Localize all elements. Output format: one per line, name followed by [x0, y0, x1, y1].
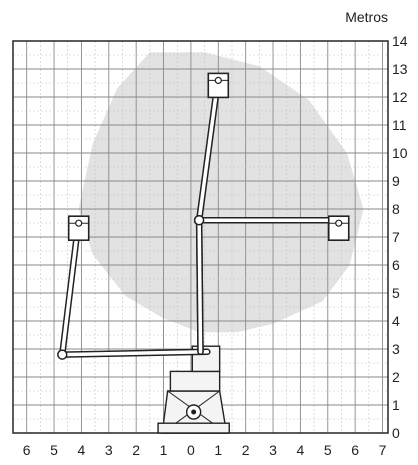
x-tick-label: 0 [187, 442, 195, 458]
basket-pivot [75, 219, 83, 227]
y-tick-label: 12 [392, 89, 408, 105]
work-basket [327, 215, 350, 241]
work-basket [207, 72, 230, 99]
y-tick-label: 2 [392, 369, 400, 385]
x-tick-label: 3 [269, 442, 277, 458]
grid-layer [12, 40, 389, 434]
y-tick-label: 4 [392, 313, 400, 329]
x-tick-label: 1 [160, 442, 168, 458]
unit-label: Metros [345, 9, 388, 25]
y-tick-label: 3 [392, 341, 400, 357]
y-tick-label: 9 [392, 173, 400, 189]
y-tick-label: 14 [392, 33, 408, 49]
x-tick-label: 5 [50, 442, 58, 458]
y-tick-label: 11 [392, 117, 407, 133]
x-tick-label: 2 [132, 442, 140, 458]
y-tick-label: 10 [392, 145, 408, 161]
x-tick-label: 6 [351, 442, 359, 458]
chassis-base [157, 422, 230, 434]
y-tick-label: 6 [392, 257, 400, 273]
boom-positions-layer [57, 72, 350, 434]
upper-boom-inner [60, 218, 81, 357]
y-tick-label: 8 [392, 201, 400, 217]
truck-chassis [157, 345, 230, 434]
turret [169, 370, 221, 392]
wheel-hub [191, 409, 197, 415]
x-tick-label: 5 [324, 442, 332, 458]
y-tick-label: 7 [392, 229, 400, 245]
x-tick-label: 1 [214, 442, 222, 458]
y-tick-label: 5 [392, 285, 400, 301]
y-tick-label: 0 [392, 425, 400, 441]
y-tick-label: 13 [392, 61, 408, 77]
work-basket [67, 215, 90, 241]
basket-pivot [335, 219, 343, 227]
x-tick-label: 6 [23, 442, 31, 458]
x-tick-label: 4 [297, 442, 305, 458]
y-tick-label: 1 [392, 397, 400, 413]
basket-pivot [214, 76, 222, 85]
boom-elbow-joint [193, 214, 205, 226]
x-tick-label: 3 [105, 442, 113, 458]
lower-boom-inner [197, 218, 203, 354]
x-tick-label: 7 [379, 442, 387, 458]
lower-boom-inner [60, 350, 210, 357]
boom-elbow-joint [57, 349, 68, 360]
x-tick-label: 4 [78, 442, 86, 458]
upper-boom-inner [197, 75, 221, 222]
x-tick-label: 2 [242, 442, 250, 458]
